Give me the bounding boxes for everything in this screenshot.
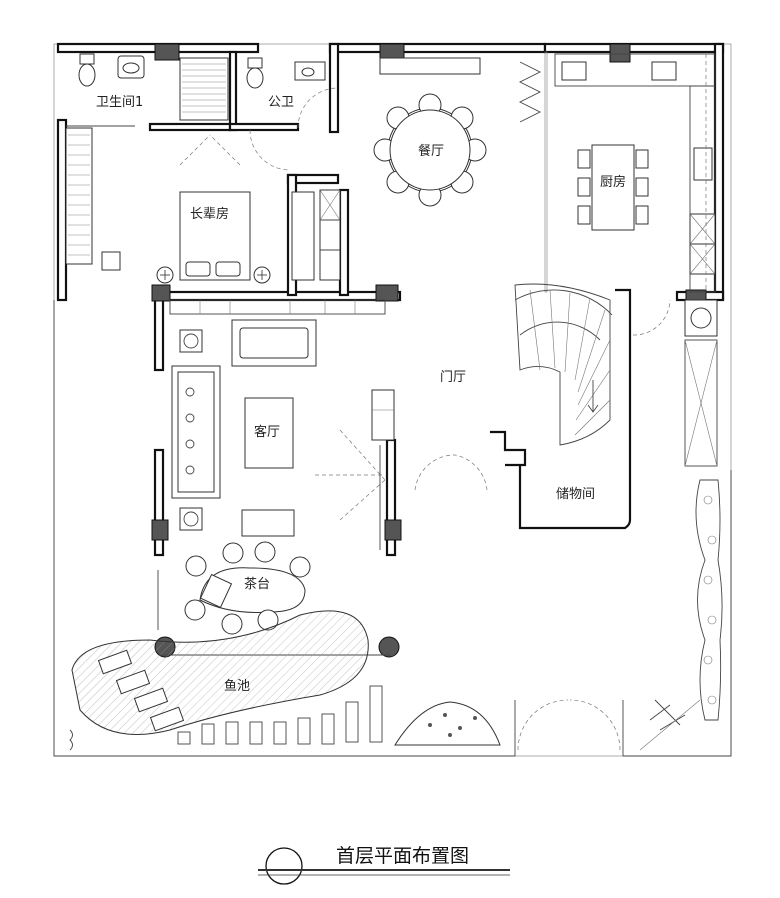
label-storage: 储物间 [556,487,595,502]
label-living: 客厅 [254,424,280,440]
north-circle-icon [265,847,303,885]
foyer-elements [315,389,488,550]
bathroom1-fixtures [66,53,229,127]
dining-table [373,57,542,207]
label-elder-room: 长辈房 [190,206,229,222]
side-corridor [632,299,718,467]
label-foyer: 门厅 [440,370,466,385]
garden-plants [394,479,723,751]
label-fish-pond: 鱼池 [224,678,250,694]
label-tea-table: 茶台 [244,576,270,592]
title-block: 首层平面布置图 [258,845,510,885]
staircase [514,283,613,446]
kitchen-fixtures [554,53,716,293]
label-public-toilet: 公卫 [268,95,294,110]
entrance-gate [514,699,624,756]
fish-pond [69,610,383,751]
public-toilet-fixtures [246,57,339,171]
label-kitchen: 厨房 [600,174,626,190]
plan-title: 首层平面布置图 [336,845,469,867]
elder-room-furniture [65,127,341,284]
label-bathroom1: 卫生间1 [96,95,143,110]
living-room-furniture [169,299,386,537]
label-dining: 餐厅 [418,143,444,159]
